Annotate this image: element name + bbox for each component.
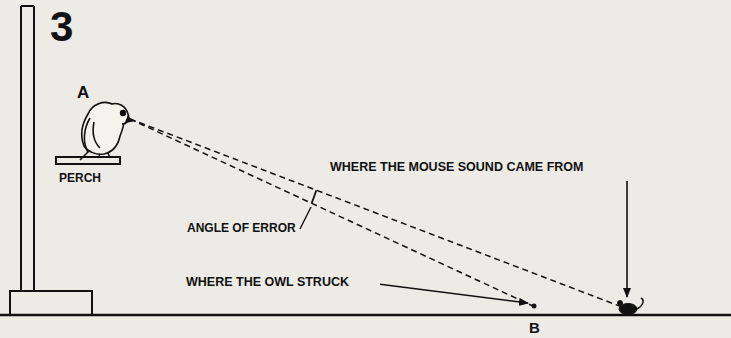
sight-lines [130, 119, 622, 307]
mouse-arrow [626, 181, 628, 297]
figure-number: 3 [50, 6, 73, 48]
owl [80, 102, 132, 160]
point-label: B [529, 320, 540, 335]
callout-text: WHERE THE OWL STRUCK [186, 276, 349, 289]
strike-arrow [380, 284, 528, 303]
point-label: A [77, 84, 89, 101]
callout-text: WHERE THE MOUSE SOUND CAME FROM [330, 161, 583, 174]
callout-text: ANGLE OF ERROR [187, 222, 296, 234]
strike-point [532, 304, 537, 309]
angle-arc [312, 190, 317, 203]
leader-line [300, 207, 311, 229]
perch [56, 157, 120, 164]
part-label: PERCH [59, 172, 101, 184]
ground-line [0, 314, 731, 317]
mouse [618, 298, 644, 315]
